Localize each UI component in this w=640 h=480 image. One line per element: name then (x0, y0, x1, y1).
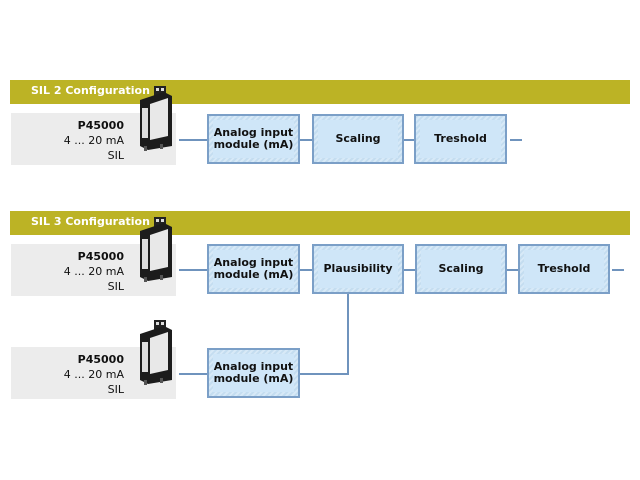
device-range: 4 ... 20 mA (63, 265, 124, 278)
device-model: P45000 (77, 250, 124, 263)
device-model: P45000 (77, 353, 124, 366)
p45000-module-icon (140, 217, 172, 282)
device-type: SIL (107, 383, 124, 396)
connector (404, 269, 415, 271)
sil2-scaling-box: Scaling (312, 114, 404, 164)
sil2-treshold-box: Treshold (414, 114, 507, 164)
device-model: P45000 (77, 119, 124, 132)
sil3-plausibility-box: Plausibility (312, 244, 404, 294)
sil3-title: SIL 3 Configuration (31, 215, 150, 228)
connector (300, 373, 349, 375)
device-type: SIL (107, 280, 124, 293)
sil2-title: SIL 2 Configuration (31, 84, 150, 97)
connector (179, 139, 207, 141)
connector-vertical (347, 294, 349, 375)
sil2-header-band: SIL 2 Configuration (10, 80, 630, 104)
continuation-dash (612, 269, 624, 272)
device-type: SIL (107, 149, 124, 162)
connector (300, 269, 312, 271)
sil3-second-device-panel: P45000 4 ... 20 mA SIL (11, 347, 176, 399)
sil3-header-band: SIL 3 Configuration (10, 211, 630, 235)
continuation-dash (510, 139, 522, 142)
sil3-scaling-box: Scaling (415, 244, 507, 294)
p45000-module-icon (140, 86, 172, 151)
connector (179, 373, 207, 375)
connector (300, 139, 312, 141)
device-range: 4 ... 20 mA (63, 134, 124, 147)
connector (179, 269, 207, 271)
connector (507, 269, 518, 271)
sil3-treshold-box: Treshold (518, 244, 610, 294)
device-range: 4 ... 20 mA (63, 368, 124, 381)
p45000-module-icon (140, 320, 172, 385)
connector (404, 139, 414, 141)
